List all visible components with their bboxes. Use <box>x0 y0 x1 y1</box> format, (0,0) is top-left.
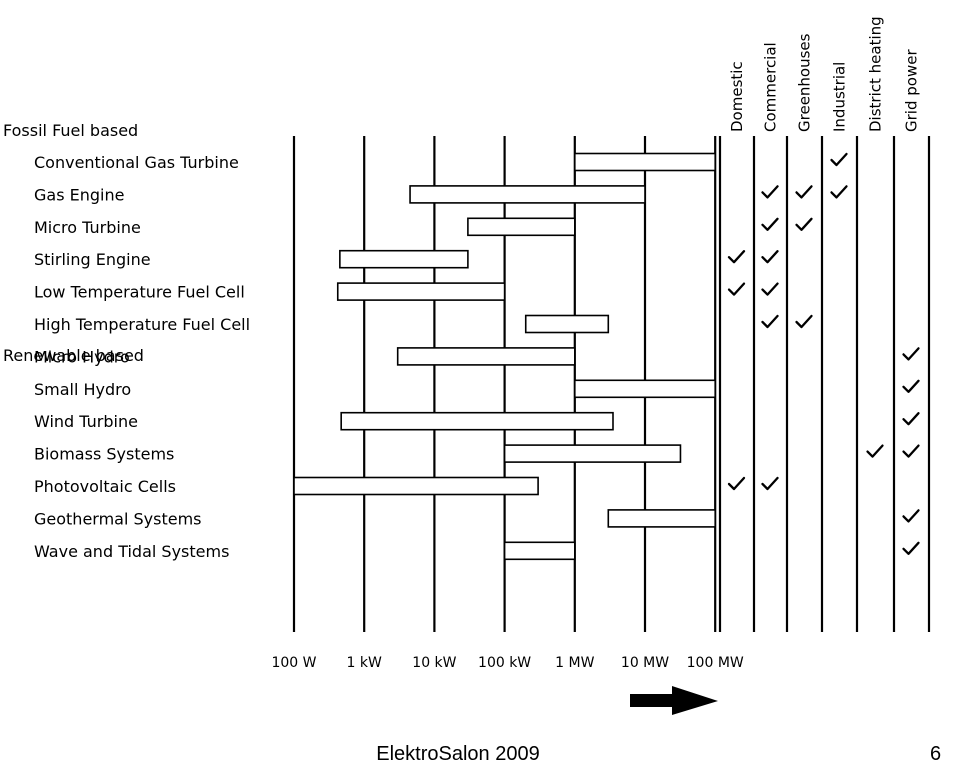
row-label-wind-turbine: Wind Turbine <box>34 412 138 431</box>
app-header-district-heating: District heating <box>867 16 885 132</box>
checkmark-photovoltaic-cells-domestic <box>727 476 746 491</box>
app-header-greenhouses: Greenhouses <box>796 33 814 132</box>
checkmark-conventional-gas-turbine-industrial <box>830 152 848 167</box>
checkmark-high-temperature-fuel-cell-commercial <box>761 314 779 329</box>
range-bar-small-hydro <box>573 379 716 399</box>
row-label-high-temperature-fuel-cell: High Temperature Fuel Cell <box>34 315 250 334</box>
checkmark-low-temperature-fuel-cell-domestic <box>727 282 746 296</box>
range-bar-wind-turbine <box>340 411 614 431</box>
app-header-grid-power: Grid power <box>903 49 921 132</box>
group-label-fossil-fuel-based: Fossil Fuel based <box>3 121 138 140</box>
range-bar-conventional-gas-turbine <box>573 152 716 172</box>
checkmark-stirling-engine-commercial <box>761 250 779 264</box>
checkmark-low-temperature-fuel-cell-commercial <box>761 282 779 296</box>
app-header-domestic: Domestic <box>728 61 746 132</box>
x-tick-labels: 100 W 1 kW 10 kW 100 kW 1 MW 10 MW 100 MW <box>271 655 743 671</box>
checkmark-high-temperature-fuel-cell-greenhouses <box>795 314 813 329</box>
x-tick-label: 10 kW <box>412 655 456 671</box>
direction-arrow <box>630 686 718 715</box>
row-label-gas-engine: Gas Engine <box>34 185 124 204</box>
range-bar-micro-hydro <box>396 347 576 366</box>
checkmark-wave-and-tidal-systems-grid-power <box>902 541 920 555</box>
footer-title: ElektroSalon 2009 <box>376 743 540 765</box>
checkmark-photovoltaic-cells-commercial <box>761 476 779 491</box>
application-checkmarks <box>727 152 920 555</box>
range-bar-high-temperature-fuel-cell <box>524 314 610 334</box>
checkmark-wind-turbine-grid-power <box>902 412 920 426</box>
x-tick-label: 100 W <box>271 655 316 671</box>
direction-arrow-icon <box>630 686 718 715</box>
checkmark-small-hydro-grid-power <box>902 379 920 393</box>
page-number: 6 <box>930 743 942 765</box>
checkmark-micro-turbine-commercial <box>761 217 779 231</box>
range-bar-biomass-systems <box>503 444 682 463</box>
checkmark-micro-turbine-greenhouses <box>795 217 813 231</box>
checkmark-biomass-systems-district-heating <box>866 444 884 458</box>
row-label-small-hydro: Small Hydro <box>34 380 131 399</box>
row-label-wave-and-tidal-systems: Wave and Tidal Systems <box>34 542 229 561</box>
row-label-biomass-systems: Biomass Systems <box>34 445 174 464</box>
x-tick-label: 1 kW <box>347 655 382 671</box>
row-label-geothermal-systems: Geothermal Systems <box>34 509 202 528</box>
row-label-stirling-engine: Stirling Engine <box>34 250 151 269</box>
range-bars <box>293 152 716 561</box>
checkmark-gas-engine-industrial <box>830 185 848 199</box>
app-header-commercial: Commercial <box>762 42 780 132</box>
x-tick-label: 100 MW <box>687 655 744 671</box>
x-tick-label: 1 MW <box>555 655 594 671</box>
row-label-photovoltaic-cells: Photovoltaic Cells <box>34 477 176 496</box>
checkmark-gas-engine-commercial <box>761 185 779 199</box>
range-bar-photovoltaic-cells <box>293 476 539 496</box>
row-label-micro-hydro: Micro Hydro <box>34 347 130 366</box>
range-bar-wave-and-tidal-systems <box>503 541 576 561</box>
range-bar-stirling-engine <box>339 249 469 269</box>
row-label-conventional-gas-turbine: Conventional Gas Turbine <box>34 153 239 172</box>
range-bar-geothermal-systems <box>607 509 716 528</box>
application-column-headers: Domestic Commercial Greenhouses Industrial D… <box>728 16 921 132</box>
checkmark-biomass-systems-grid-power <box>902 444 920 458</box>
row-label-low-temperature-fuel-cell: Low Temperature Fuel Cell <box>34 283 245 302</box>
group-label-renewable-based: Renewable based <box>3 346 144 365</box>
app-header-industrial: Industrial <box>831 62 849 132</box>
application-column-lines <box>718 136 931 632</box>
range-bar-micro-turbine <box>467 217 576 237</box>
x-tick-label: 10 MW <box>621 655 669 671</box>
checkmark-gas-engine-greenhouses <box>795 185 813 199</box>
x-tick-label: 100 kW <box>478 655 531 671</box>
range-bar-gas-engine <box>409 185 646 204</box>
range-bar-low-temperature-fuel-cell <box>336 282 506 301</box>
row-label-micro-turbine: Micro Turbine <box>34 218 141 237</box>
checkmark-geothermal-systems-grid-power <box>902 509 920 523</box>
checkmark-micro-hydro-grid-power <box>902 347 920 361</box>
checkmark-stirling-engine-domestic <box>727 250 746 264</box>
